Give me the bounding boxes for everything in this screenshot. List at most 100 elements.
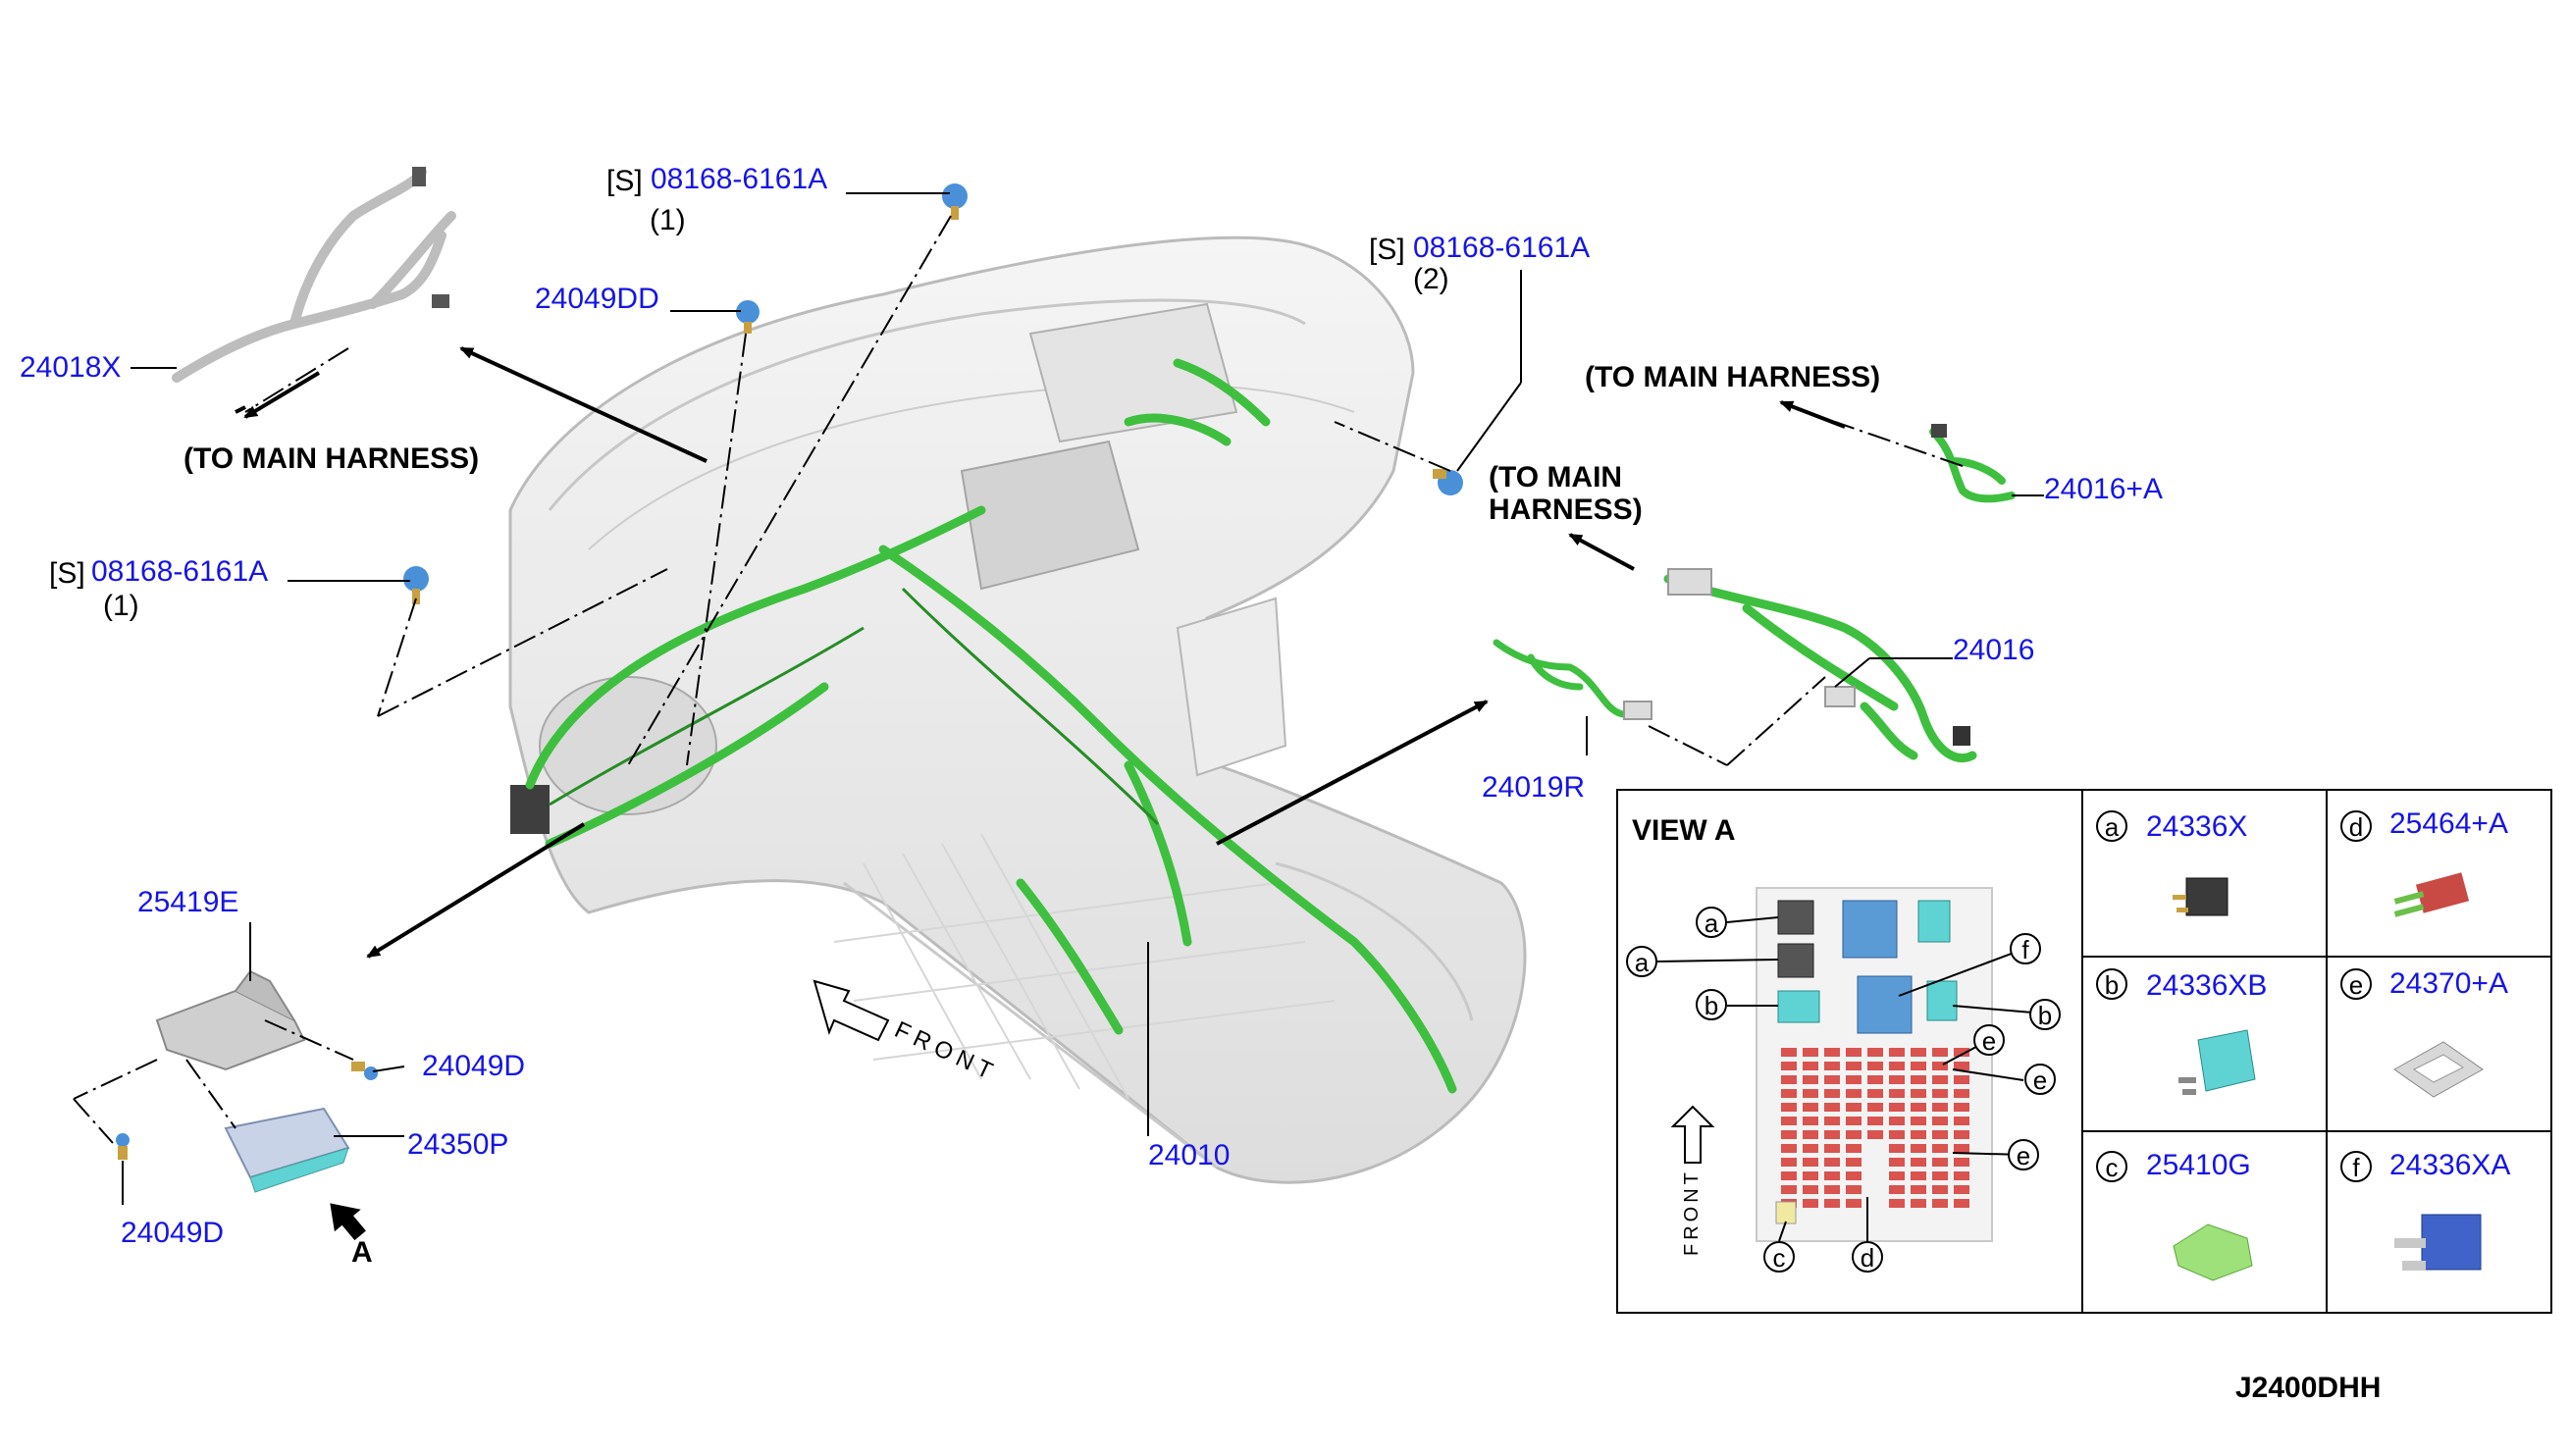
fuse-callout-f: f <box>2010 933 2041 964</box>
dash-dot-lines <box>73 215 1964 1144</box>
fuse <box>1781 1130 1797 1139</box>
fuse <box>1867 1117 1883 1125</box>
fuse <box>1803 1089 1818 1098</box>
fuse-callout-e-1: e <box>1973 1024 2005 1056</box>
fuse <box>1911 1062 1926 1070</box>
arrows <box>235 346 1846 959</box>
fuse <box>1824 1089 1840 1098</box>
fuse-callout-d: d <box>1852 1241 1883 1273</box>
to-main-harness-mid-line2: HARNESS) <box>1489 494 1643 526</box>
grid-part-24370a: 24370+A <box>2389 967 2508 1000</box>
fuse <box>1911 1144 1926 1153</box>
leader-lines <box>122 192 2044 1205</box>
fuse <box>1803 1171 1818 1180</box>
view-a-table <box>1616 789 2552 1314</box>
fuse <box>1932 1089 1948 1098</box>
part-picture-24336xa <box>2394 1214 2482 1271</box>
fuse <box>1781 1089 1797 1098</box>
fuse <box>1911 1089 1926 1098</box>
fuse <box>1932 1171 1948 1180</box>
fuse <box>1954 1075 1969 1084</box>
fuse <box>1889 1048 1905 1057</box>
fuse <box>1954 1089 1969 1098</box>
fuse-callout-b-2: b <box>2029 999 2061 1030</box>
fuse <box>1889 1199 1905 1208</box>
fuse <box>1932 1048 1948 1057</box>
fuse <box>1846 1199 1862 1208</box>
fuse <box>1932 1075 1948 1084</box>
fuse <box>1954 1103 1969 1112</box>
grid-letter-d: d <box>2340 810 2372 842</box>
fuse <box>1889 1062 1905 1070</box>
view-a-front-label: FRONT <box>1681 1169 1703 1256</box>
fuse-box <box>1756 887 1993 1242</box>
fuse-callout-a-1: a <box>1696 907 1727 938</box>
part-label-24049d-left: 24049D <box>121 1217 225 1249</box>
fuse <box>1781 1158 1797 1167</box>
fuse <box>1846 1144 1862 1153</box>
view-a-front-arrow-icon <box>1670 1105 1715 1164</box>
fuse <box>1932 1062 1948 1070</box>
fuse-callout-a-2: a <box>1626 946 1657 977</box>
fuse <box>1889 1130 1905 1139</box>
harness-24016a-connector <box>1931 424 1947 438</box>
harness-24016 <box>1663 574 1977 763</box>
bolt-24049d-right <box>351 1062 378 1080</box>
grid-part-25464a: 25464+A <box>2389 807 2508 840</box>
grid-letter-f: f <box>2340 1151 2372 1182</box>
part-label-24350p: 24350P <box>407 1128 509 1161</box>
quantity-left: (1) <box>103 590 139 622</box>
part-label-24016: 24016 <box>1953 634 2035 666</box>
bolt-24049d-left <box>116 1133 130 1160</box>
front-arrow-icon <box>813 979 890 1042</box>
fuse <box>1932 1199 1948 1208</box>
fuse <box>1932 1158 1948 1167</box>
spec-prefix-top: [S] <box>606 165 643 197</box>
fuse <box>1954 1144 1969 1153</box>
fuse <box>1824 1199 1840 1208</box>
bolt-08168-top <box>942 183 968 220</box>
view-a-arrow-icon <box>330 1203 366 1241</box>
fuse <box>1889 1185 1905 1194</box>
fuse-callout-c: c <box>1763 1241 1795 1273</box>
fuse <box>1824 1103 1840 1112</box>
part-label-08168-6161a-left: 08168-6161A <box>91 555 269 588</box>
fuse <box>1954 1048 1969 1057</box>
fuse <box>1846 1130 1862 1139</box>
fuse <box>1846 1075 1862 1084</box>
fuse-callout-b-1: b <box>1696 989 1727 1020</box>
harness-24018x-connectors <box>412 167 449 308</box>
fuse <box>1867 1075 1883 1084</box>
fuse <box>1911 1185 1926 1194</box>
bolt-08168-left <box>403 566 429 604</box>
fuse-callout-e-3: e <box>2008 1139 2039 1170</box>
harness-24016-end-connector <box>1953 726 1970 746</box>
fuse <box>1867 1048 1883 1057</box>
spec-prefix-mid: [S] <box>1369 234 1405 266</box>
grid-letter-c: c <box>2096 1151 2127 1182</box>
fuse <box>1889 1089 1905 1098</box>
fuse <box>1824 1185 1840 1194</box>
part-label-24019r: 24019R <box>1482 771 1586 804</box>
fuse <box>1911 1117 1926 1125</box>
fuse <box>1824 1075 1840 1084</box>
fuse-callout-leaders <box>1656 916 2045 1242</box>
grid-part-25410g: 25410G <box>2146 1149 2251 1181</box>
grid-part-24336xa: 24336XA <box>2389 1149 2511 1181</box>
bracket-25419e <box>155 969 306 1071</box>
quantity-top: (1) <box>650 204 686 236</box>
dashboard-body <box>508 235 1527 1184</box>
fuse <box>1954 1199 1969 1208</box>
fuse <box>1889 1103 1905 1112</box>
fuse <box>1824 1158 1840 1167</box>
fuse <box>1824 1144 1840 1153</box>
part-label-24049d-right: 24049D <box>422 1050 526 1082</box>
fuse <box>1954 1062 1969 1070</box>
fuse <box>1889 1117 1905 1125</box>
part-label-24018x: 24018X <box>20 351 122 384</box>
part-label-24010: 24010 <box>1148 1139 1231 1171</box>
fuse <box>1781 1185 1797 1194</box>
part-picture-25410g <box>2173 1223 2253 1281</box>
fuse <box>1781 1062 1797 1070</box>
